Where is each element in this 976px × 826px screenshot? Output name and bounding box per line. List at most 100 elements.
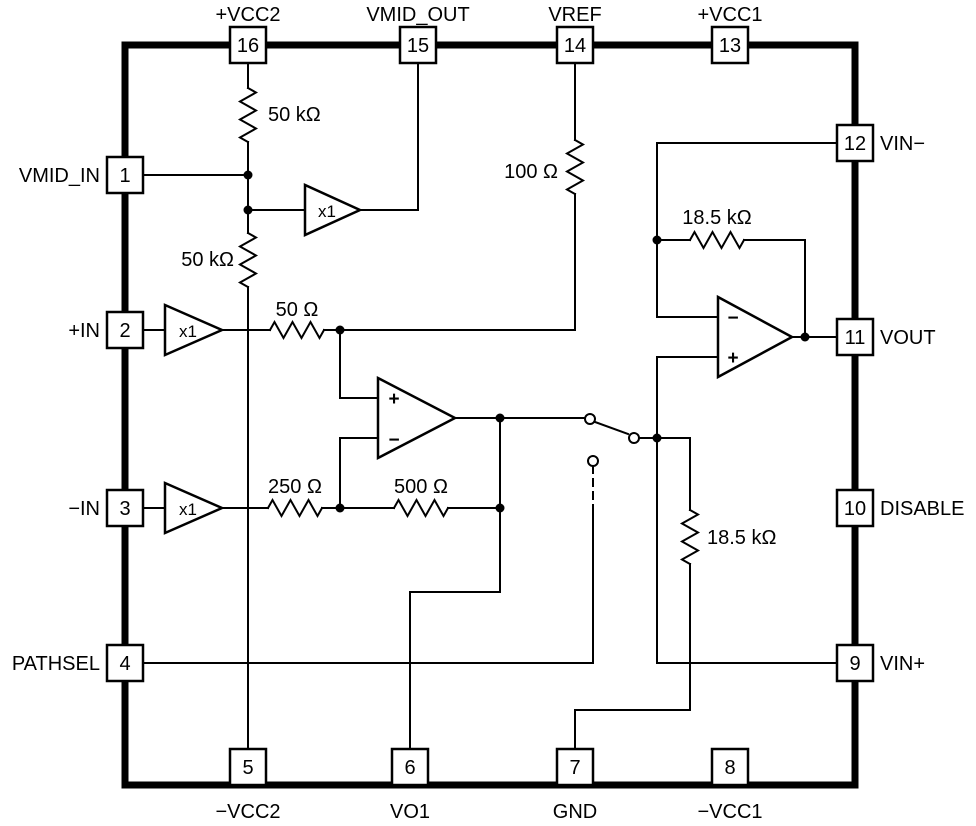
pin-13-number: 13 [719,35,741,57]
pin-5-number: 5 [242,757,253,779]
switch-throw-top [584,413,596,425]
junction-dot [495,413,505,423]
pin-10-number: 10 [844,498,866,520]
pin-3-number: 3 [119,498,130,520]
resistor-vmid-top-label: 50 kΩ [268,104,321,126]
pin-12: 12 VIN− [835,123,925,163]
resistor-plus-in [268,319,326,341]
pin-9-number: 9 [849,653,860,675]
pin-5: 5 −VCC2 [215,747,281,823]
pin-16-box [228,25,268,65]
opamp2-triangle [716,294,795,380]
resistor-plus-in-label: 50 Ω [276,299,319,321]
pin-4-box [105,643,145,683]
pin-15-box [398,25,438,65]
wire-feedback2-right [743,239,806,338]
opamp2-minus-sign: − [727,308,738,329]
pin-10-box [835,488,875,528]
opamp1-plus-sign: + [388,389,399,410]
pin-10: 10 DISABLE [835,488,964,528]
pin-14-label: VREF [548,4,601,26]
resistor-ground-label: 18.5 kΩ [707,527,776,549]
pin-4: 4 PATHSEL [12,643,145,683]
pin-4-number: 4 [119,653,130,675]
pin-6-label: VO1 [390,801,430,823]
vmid-buffer-triangle [303,183,364,237]
pin-15-number: 15 [407,35,429,57]
pin-3: 3 −IN [68,488,145,528]
pin-9-label: VIN+ [880,653,925,675]
pin-3-box [105,488,145,528]
plus-in-buffer-label: x1 [179,322,197,341]
pin-14-number: 14 [564,35,586,57]
junction-dot [652,235,662,245]
junction-dots [243,170,810,513]
pin-1-box [105,155,145,195]
pin-1-number: 1 [119,165,130,187]
junction-dot [800,332,810,342]
wire-opamp2-plus-in [656,356,719,439]
junction-dot [243,205,253,215]
junction-dot [652,433,662,443]
wires [142,62,838,750]
pin-16-number: 16 [237,35,259,57]
switch-common-contact [628,432,640,444]
pin-6-box [390,747,430,787]
pin-10-label: DISABLE [880,498,964,520]
minus-in-buffer-triangle [163,481,226,535]
opamp1-triangle [376,375,458,461]
chip-outline [121,41,859,789]
resistor-vmid-bottom [237,231,259,289]
pin-3-label: −IN [68,498,100,520]
opamp2-plus-sign: + [727,348,738,369]
pin-8-number: 8 [724,757,735,779]
pins: 16 +VCC2 15 VMID_OUT 14 VREF 13 +VCC1 12… [12,4,965,823]
wire-vin-minus [656,142,838,318]
switch-arm [593,420,630,436]
resistor-feedback2 [688,229,746,251]
pathsel-switch [584,413,640,467]
pin-9-box [835,643,875,683]
resistors [237,86,746,566]
pin-12-label: VIN− [880,133,925,155]
wire-vin-plus [656,437,838,664]
resistor-feedback1-label: 500 Ω [394,476,448,498]
junction-dot [243,170,253,180]
pin-6: 6 VO1 [390,747,430,823]
switch-throw-bottom [587,455,599,467]
pin-11-number: 11 [845,327,866,349]
pin-7: 7 GND [553,747,597,823]
pin-7-box [555,747,595,787]
wire-vo1 [409,507,501,750]
pin-12-box [835,123,875,163]
resistor-feedback1 [392,497,450,519]
pin-7-number: 7 [569,757,580,779]
pin-1: 1 VMID_IN [19,155,145,195]
pin-13-box [710,25,750,65]
pin-8-label: −VCC1 [697,801,762,823]
resistor-minus-in [266,497,324,519]
pin-11: 11 VOUT [835,317,936,357]
wire-vmid-buffer-out [359,62,419,211]
pin-15: 15 VMID_OUT [366,4,470,65]
amplifiers [163,183,795,535]
pin-1-label: VMID_IN [19,165,100,187]
pin-5-label: −VCC2 [215,801,280,823]
resistor-ground [679,508,701,566]
pin-13: 13 +VCC1 [697,4,763,65]
pin-8-box [710,747,750,787]
opamp1-minus-sign: − [388,430,399,451]
pin-2-number: 2 [119,320,130,342]
pin-4-label: PATHSEL [12,653,100,675]
resistor-vmid-bottom-label: 50 kΩ [181,249,234,271]
pin-7-label: GND [553,801,597,823]
pin-12-number: 12 [844,133,866,155]
pin-16: 16 +VCC2 [215,4,281,65]
junction-dot [335,503,345,513]
minus-in-buffer-label: x1 [179,500,197,519]
resistor-vref-label: 100 Ω [504,161,558,183]
pin-11-label: VOUT [880,327,936,349]
pin-14-box [555,25,595,65]
